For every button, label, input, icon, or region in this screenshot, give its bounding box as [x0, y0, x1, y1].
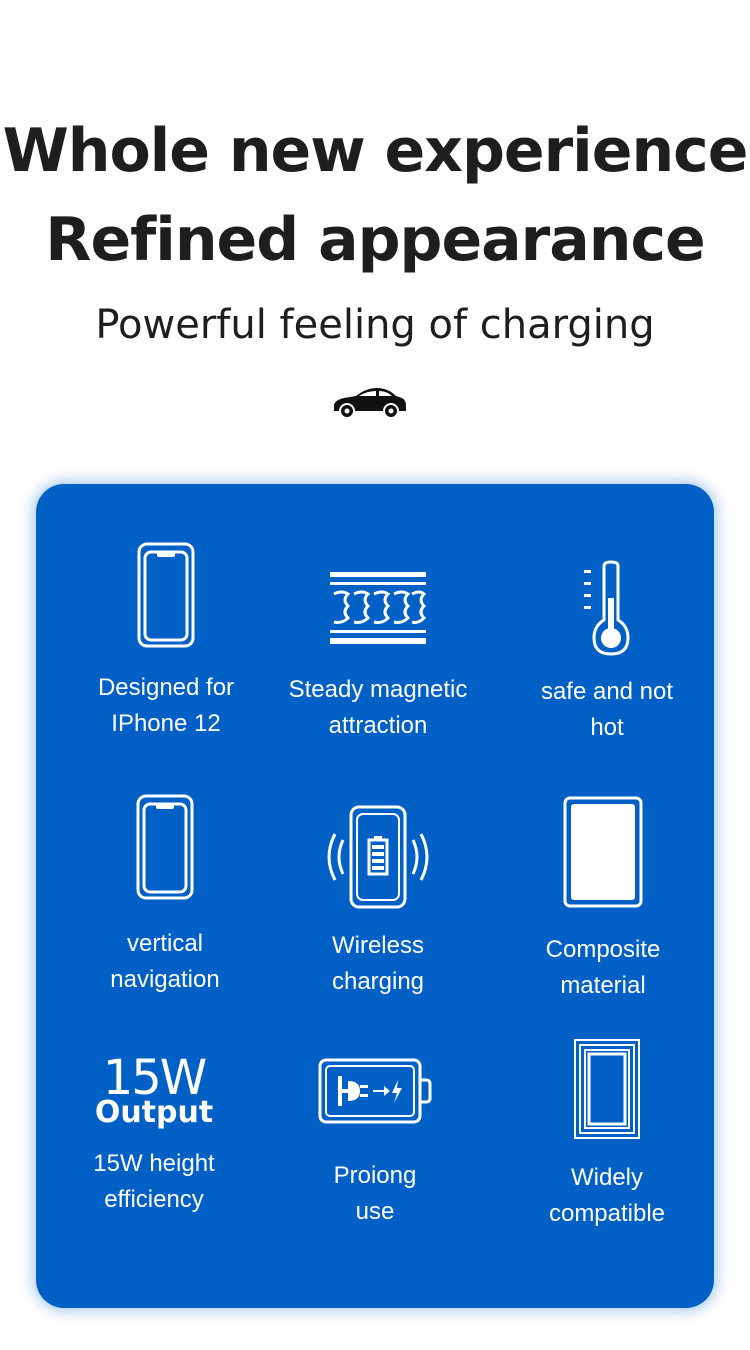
composite-card-icon	[563, 796, 643, 908]
feature-label: Proiong use	[333, 1162, 417, 1225]
feature-15w-output: 15W Output 15W height efficiency	[41, 1054, 267, 1218]
feature-label: Wireless charging	[331, 932, 425, 995]
feature-safe-not-hot: safe and not hot	[494, 560, 720, 746]
feature-widely-compatible: Widely compatible	[494, 1038, 720, 1232]
wireless-charging-icon	[327, 805, 429, 909]
features-panel: Designed for IPhone 12 Steady magnetic a…	[36, 484, 714, 1308]
output-wattage: 15W	[102, 1050, 208, 1106]
headline-line-1: Whole new experience	[2, 116, 749, 186]
car-icon	[334, 388, 406, 419]
phone-outline-icon	[136, 794, 194, 900]
headline-line-2: Refined appearance	[45, 205, 705, 275]
feature-vertical-navigation: vertical navigation	[52, 794, 278, 998]
tagline: Powerful feeling of charging	[95, 302, 655, 348]
phone-outline-icon	[137, 542, 195, 648]
feature-prolong-use: Proiong use	[262, 1058, 488, 1230]
feature-label: Designed for IPhone 12	[97, 674, 235, 737]
feature-wireless-charging: Wireless charging	[265, 804, 491, 1000]
feature-magnetic-attraction: Steady magnetic attraction	[265, 572, 491, 744]
magnet-coil-icon	[330, 572, 426, 644]
feature-composite-material: Composite material	[490, 796, 716, 1004]
feature-label: 15W height efficiency	[93, 1150, 215, 1213]
feature-label: safe and not hot	[540, 678, 674, 741]
feature-designed-for-iphone: Designed for IPhone 12	[53, 542, 279, 742]
feature-label: Composite material	[545, 936, 661, 999]
feature-label: vertical navigation	[110, 930, 220, 993]
thermometer-icon	[584, 560, 630, 656]
feature-label: Widely compatible	[548, 1164, 666, 1227]
output-label: Output	[94, 1095, 214, 1130]
feature-label: Steady magnetic attraction	[288, 676, 468, 739]
nested-frames-icon	[574, 1039, 640, 1139]
battery-plug-icon	[318, 1058, 432, 1124]
